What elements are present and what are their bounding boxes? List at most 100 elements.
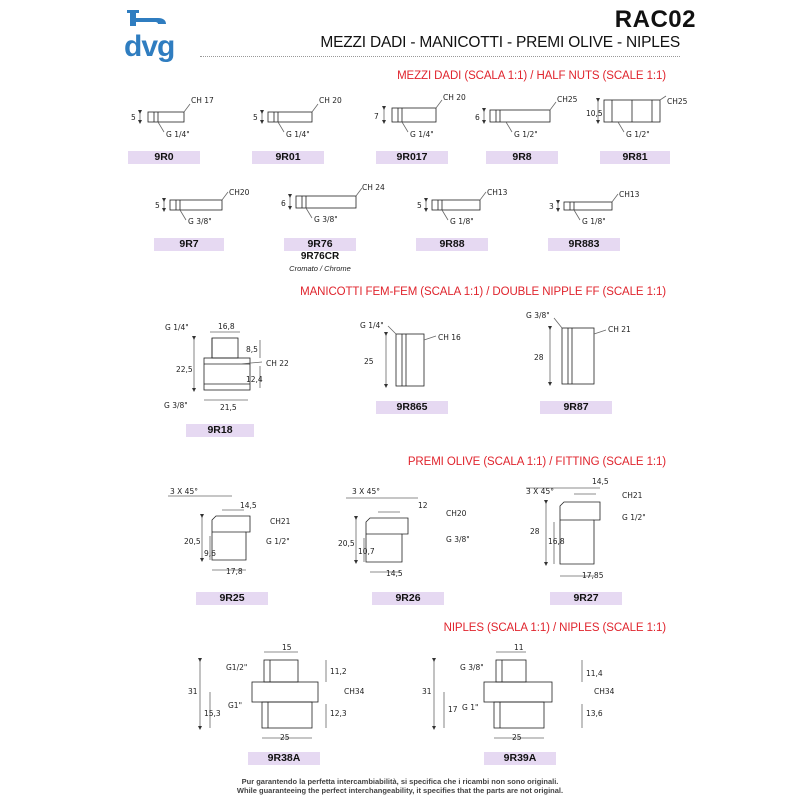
dim-9r39a-h-top: 11,4 bbox=[586, 669, 603, 678]
dim-9r26-chamfer: 3 X 45° bbox=[352, 487, 380, 496]
dim-9r88-ch: CH13 bbox=[487, 188, 508, 197]
label-9r39a: 9R39A bbox=[484, 752, 556, 765]
dim-9r39a-h-low: 17 bbox=[448, 705, 458, 714]
dim-9r18-g-bot: G 3/8" bbox=[164, 401, 188, 410]
dim-9r26-h-low: 10,7 bbox=[358, 547, 375, 556]
dim-9r26-h-total: 20,5 bbox=[338, 539, 355, 548]
dim-9r25-d-top: 14,5 bbox=[240, 501, 257, 510]
dimension-labels: 5 CH 17 G 1/4" 5 CH 20 G 1/4" 7 CH 20 G … bbox=[131, 93, 688, 742]
drawing-9r25 bbox=[168, 495, 251, 571]
dim-9r01-ch: CH 20 bbox=[319, 96, 342, 105]
drawing-9r01 bbox=[260, 103, 319, 133]
dim-9r38a-g-bot: G1" bbox=[228, 701, 242, 710]
disclaimer-it: Pur garantendo la perfetta intercambiabi… bbox=[241, 777, 559, 786]
drawing-9r76 bbox=[288, 187, 363, 219]
dim-9r38a-d-bot: 25 bbox=[280, 733, 290, 742]
label-9r18: 9R18 bbox=[186, 424, 254, 437]
drawing-9r7 bbox=[162, 191, 229, 221]
dim-9r8-g: G 1/2" bbox=[514, 130, 538, 139]
faucet-icon bbox=[127, 10, 166, 26]
dim-9r01-g: G 1/4" bbox=[286, 130, 310, 139]
dim-9r39a-h-bot: 13,6 bbox=[586, 709, 603, 718]
dim-9r87-h: 28 bbox=[534, 353, 544, 362]
label-9r8: 9R8 bbox=[486, 151, 558, 164]
label-9r7: 9R7 bbox=[154, 238, 224, 251]
dim-9r39a-d-top: 11 bbox=[514, 643, 524, 652]
brand-logo: dvg bbox=[118, 8, 198, 63]
dim-9r25-h-total: 20,5 bbox=[184, 537, 201, 546]
dim-9r0-ch: CH 17 bbox=[191, 96, 214, 105]
dim-9r76-ch: CH 24 bbox=[362, 183, 385, 192]
label-9r017: 9R017 bbox=[376, 151, 448, 164]
label-9r76cr-note: Cromato / Chrome bbox=[289, 264, 351, 273]
dim-9r87-ch: CH 21 bbox=[608, 325, 631, 334]
dim-9r25-g: G 1/2" bbox=[266, 537, 290, 546]
section-title-half-nuts: MEZZI DADI (SCALA 1:1) / HALF NUTS (SCAL… bbox=[397, 70, 666, 82]
drawing-9r18 bbox=[192, 331, 263, 401]
dim-9r883-g: G 1/8" bbox=[582, 217, 606, 226]
dim-9r865-h: 25 bbox=[364, 357, 374, 366]
dim-9r26-ch: CH20 bbox=[446, 509, 467, 518]
dim-9r18-h-top: 8,5 bbox=[246, 345, 258, 354]
dim-9r39a-ch: CH34 bbox=[594, 687, 615, 696]
dim-9r865-g: G 1/4" bbox=[360, 321, 384, 330]
dim-9r27-h-total: 28 bbox=[530, 527, 540, 536]
label-9r25: 9R25 bbox=[196, 592, 268, 605]
drawing-9r017 bbox=[382, 99, 443, 133]
dim-9r18-h-bot: 12,4 bbox=[246, 375, 263, 384]
dim-9r26-d-bot: 14,5 bbox=[386, 569, 403, 578]
logo-text: dvg bbox=[124, 30, 175, 63]
section-title-niples: NIPLES (SCALA 1:1) / NIPLES (SCALE 1:1) bbox=[443, 622, 666, 634]
section-title-double-nipple: MANICOTTI FEM-FEM (SCALA 1:1) / DOUBLE N… bbox=[300, 286, 666, 298]
dim-9r865-ch: CH 16 bbox=[438, 333, 461, 342]
dim-9r27-d-bot: 17,85 bbox=[582, 571, 604, 580]
dim-9r27-d-top: 14,5 bbox=[592, 477, 609, 486]
drawing-9r38a bbox=[198, 651, 327, 739]
label-9r27: 9R27 bbox=[550, 592, 622, 605]
dim-9r88-g: G 1/8" bbox=[450, 217, 474, 226]
dim-9r38a-h-bot: 12,3 bbox=[330, 709, 347, 718]
dim-9r87-g: G 3/8" bbox=[526, 311, 550, 320]
dim-9r81-h: 10,5 bbox=[586, 109, 603, 118]
label-9r76: 9R76 bbox=[284, 238, 356, 251]
dim-9r38a-h-low: 15,3 bbox=[204, 709, 221, 718]
dim-9r81-ch: CH25 bbox=[667, 97, 688, 106]
label-9r883: 9R883 bbox=[548, 238, 620, 251]
label-9r76cr: 9R76CR bbox=[300, 251, 340, 262]
dim-9r017-ch: CH 20 bbox=[443, 93, 466, 102]
dim-9r26-g: G 3/8" bbox=[446, 535, 470, 544]
section-title-fitting: PREMI OLIVE (SCALA 1:1) / FITTING (SCALE… bbox=[407, 456, 666, 468]
disclaimer-en: While guaranteeing the perfect interchan… bbox=[236, 786, 564, 795]
dim-9r38a-d-top: 15 bbox=[282, 643, 292, 652]
dim-9r38a-h-top: 11,2 bbox=[330, 667, 347, 676]
label-9r01: 9R01 bbox=[252, 151, 324, 164]
drawing-9r883 bbox=[556, 193, 619, 221]
drawing-9r39a bbox=[432, 651, 583, 739]
dim-9r88-h: 5 bbox=[417, 201, 422, 210]
dim-9r883-ch: CH13 bbox=[619, 190, 640, 199]
label-9r0: 9R0 bbox=[128, 151, 200, 164]
dim-9r39a-h-total: 31 bbox=[422, 687, 432, 696]
dim-9r39a-g-top: G 3/8" bbox=[460, 663, 484, 672]
drawing-9r26 bbox=[346, 497, 418, 573]
label-9r26: 9R26 bbox=[372, 592, 444, 605]
dim-9r017-h: 7 bbox=[374, 112, 379, 121]
dim-9r8-h: 6 bbox=[475, 113, 480, 122]
dim-9r25-ch: CH21 bbox=[270, 517, 291, 526]
dim-9r25-h-low: 9,6 bbox=[204, 549, 216, 558]
label-9r81: 9R81 bbox=[600, 151, 670, 164]
label-9r38a: 9R38A bbox=[248, 752, 320, 765]
catalog-code: RAC02 bbox=[614, 6, 696, 33]
dim-9r18-ch: CH 22 bbox=[266, 359, 289, 368]
drawing-9r865 bbox=[384, 325, 437, 388]
label-9r87: 9R87 bbox=[540, 401, 612, 414]
catalog-subtitle: MEZZI DADI - MANICOTTI - PREMI OLIVE - N… bbox=[320, 34, 680, 51]
dim-9r8-ch: CH25 bbox=[557, 95, 578, 104]
dim-9r76-g: G 3/8" bbox=[314, 215, 338, 224]
drawing-9r87 bbox=[548, 317, 607, 386]
dim-9r81-g: G 1/2" bbox=[626, 130, 650, 139]
dim-9r76-h: 6 bbox=[281, 199, 286, 208]
dim-9r27-ch: CH21 bbox=[622, 491, 643, 500]
dim-9r25-d-bot: 17,8 bbox=[226, 567, 243, 576]
dim-9r38a-ch: CH34 bbox=[344, 687, 365, 696]
